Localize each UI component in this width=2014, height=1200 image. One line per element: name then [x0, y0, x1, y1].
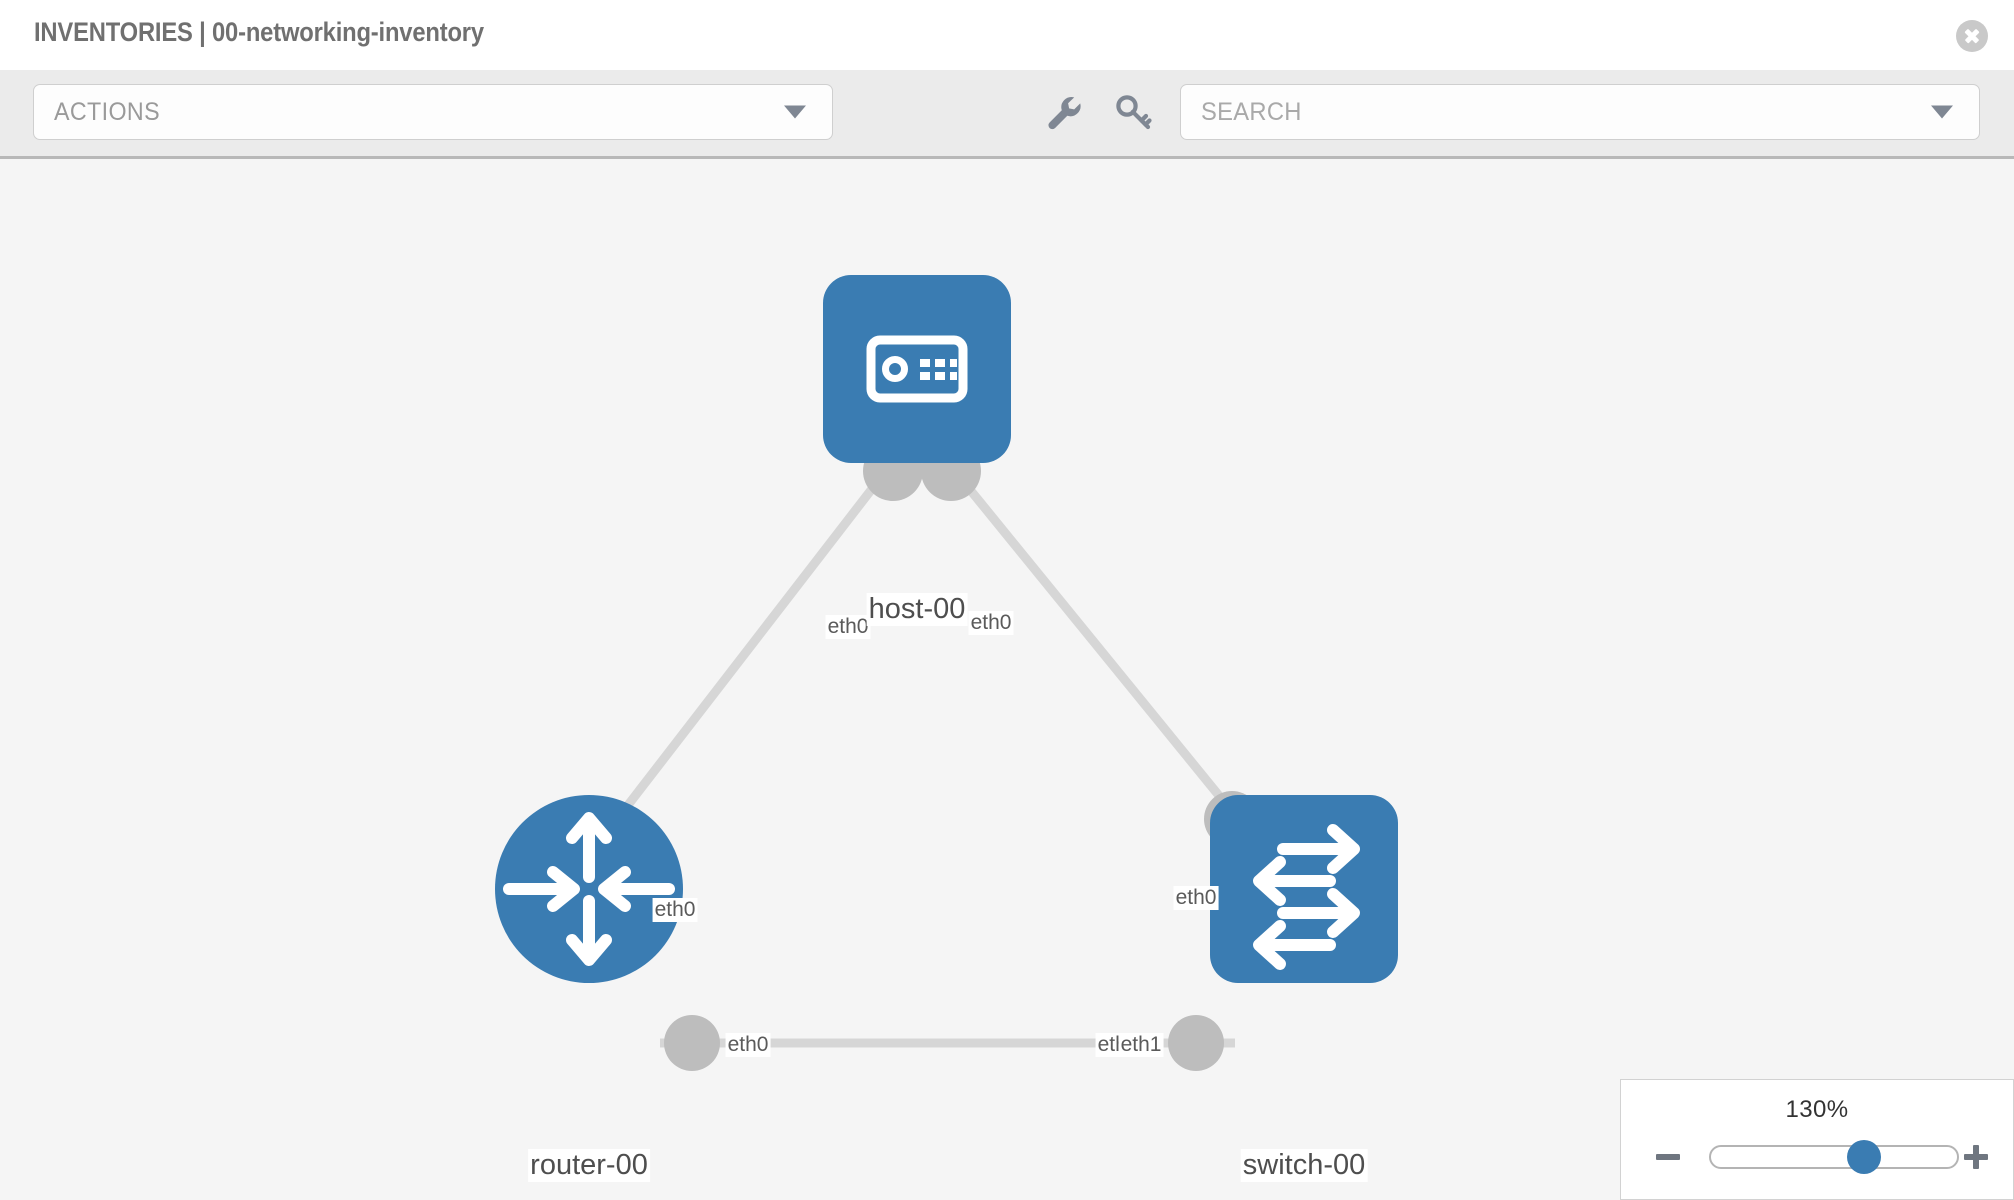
port-label-host-right: eth0: [968, 611, 1014, 635]
toolbar: ACTIONS SEARCH: [0, 70, 2014, 159]
node-router-00: [495, 795, 683, 983]
page-title: INVENTORIES | 00-networking-inventory: [34, 17, 484, 47]
zoom-in-icon[interactable]: [1961, 1142, 1991, 1172]
node-label-switch-00[interactable]: switch-00: [1240, 1149, 1368, 1182]
node-host-00: [823, 275, 1011, 463]
zoom-level-value: 130%: [1785, 1096, 1849, 1123]
port-label-router-east: eth0: [725, 1033, 771, 1057]
node-switch-00: [1210, 795, 1398, 983]
topology-canvas[interactable]: eth0 eth0 eth0 eth0 eth0 eth0 eth1 host-…: [0, 159, 2014, 1200]
zoom-control-panel: 130%: [1620, 1079, 2014, 1200]
search-input[interactable]: SEARCH: [1180, 84, 1980, 140]
zoom-out-icon[interactable]: [1653, 1142, 1683, 1172]
zoom-slider-track[interactable]: [1709, 1140, 1959, 1174]
topology-graph: [495, 275, 1398, 1071]
port-router-east: [664, 1015, 720, 1071]
topology-links: [621, 456, 1242, 1048]
close-icon[interactable]: [1956, 20, 1988, 52]
port-switch-west: [1168, 1015, 1224, 1071]
server-appliance-icon: [866, 335, 968, 403]
topology-ports: [664, 441, 1260, 1071]
zoom-slider-thumb[interactable]: [1846, 1140, 1881, 1174]
port-label-host-left: eth0: [825, 615, 871, 639]
port-label-router-north: eth0: [652, 898, 698, 922]
node-label-router-00[interactable]: router-00: [528, 1149, 650, 1182]
actions-dropdown-label: ACTIONS: [54, 98, 160, 126]
actions-dropdown[interactable]: ACTIONS: [33, 84, 833, 140]
node-label-host-00[interactable]: host-00: [866, 593, 968, 626]
wrench-icon[interactable]: [1043, 92, 1085, 134]
switch-arrows-icon: [1253, 824, 1360, 970]
chevron-down-icon: [784, 105, 806, 119]
link-host-router: [621, 456, 899, 812]
link-host-switch: [941, 456, 1242, 822]
port-label-switch-north: eth0: [1173, 886, 1219, 910]
router-arrows-icon: [503, 812, 675, 966]
chevron-down-icon[interactable]: [1931, 105, 1953, 119]
key-icon[interactable]: [1113, 92, 1155, 134]
zoom-slider-row: [1621, 1137, 2013, 1177]
page-header: INVENTORIES | 00-networking-inventory: [0, 0, 2014, 70]
port-label-switch-west-eth1: eth1: [1118, 1033, 1164, 1057]
search-placeholder: SEARCH: [1201, 98, 1302, 126]
